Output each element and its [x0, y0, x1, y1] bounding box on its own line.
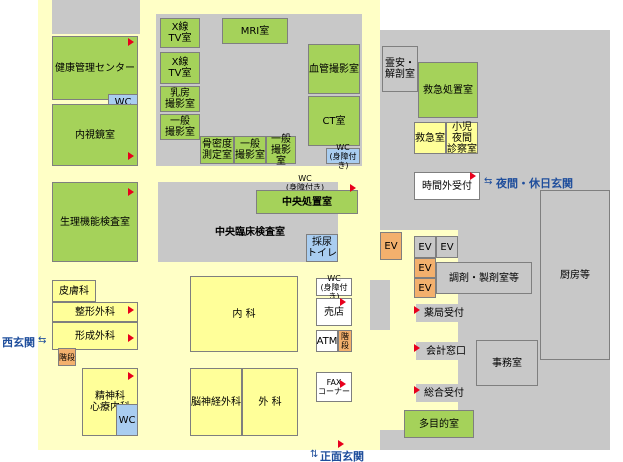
room-kaidan-1: 階段 [58, 348, 76, 366]
room-jikangai: 時間外受付 [414, 172, 480, 200]
room-baiten: 売店 [316, 298, 352, 326]
room-tamokuteki: 多目的室 [404, 410, 474, 438]
room-shoni: 小児 夜間 診察室 [446, 121, 478, 155]
room-kekkan: 血管撮影室 [308, 44, 360, 94]
room-wc-4: WC (身障付き) [285, 174, 325, 192]
room-geka: 外 科 [242, 368, 298, 436]
arrow-baiten [340, 298, 346, 306]
room-ct: CT室 [308, 96, 360, 146]
arrow-kenko [128, 38, 134, 46]
arrow-naishikyo [128, 152, 134, 160]
room-ev-5: EV [414, 278, 436, 298]
room-xray-2: X線 TV室 [160, 52, 200, 84]
room-wc-2: WC [116, 404, 138, 436]
room-nyubo: 乳房 撮影室 [160, 86, 200, 112]
room-ippan-3: 一般 撮影室 [266, 134, 296, 167]
block-corridor-pillar [370, 280, 390, 330]
room-naishikyo: 内視鏡室 [52, 104, 138, 166]
room-kotsumitsu: 骨密度 測定室 [200, 136, 234, 164]
entrance-main: 正面玄関 [320, 450, 364, 462]
room-kyukyu: 救急室 [414, 122, 446, 154]
room-kaikei: 会計窓口 [416, 342, 476, 360]
room-ev-1: EV [380, 232, 402, 260]
room-xray-1: X線 TV室 [160, 18, 200, 48]
room-kaidan-2: 階 段 [338, 330, 352, 352]
block-top-left [52, 0, 140, 34]
room-sogo: 総合受付 [416, 384, 472, 402]
room-chuo-rinsho: 中央臨床検査室 [200, 222, 300, 242]
entrance-west: 西玄関 [2, 336, 35, 349]
room-hifu: 皮膚科 [52, 280, 96, 302]
room-wc-5: WC (身障付き) [316, 274, 352, 301]
room-keisei: 形成外科 [52, 322, 138, 350]
arrow-seikei [128, 306, 134, 314]
room-jimu: 事務室 [476, 340, 538, 386]
arrow-fax [340, 380, 346, 388]
room-ippan-2: 一般 撮影室 [234, 136, 266, 164]
room-seiri: 生理機能検査室 [52, 182, 138, 262]
entrance-east: 夜間・休日玄関 [496, 177, 573, 190]
room-fax: FAX コーナー [316, 372, 352, 402]
room-naika: 内 科 [190, 276, 298, 352]
room-nyo: 採尿 トイレ [306, 234, 338, 262]
room-ev-2: EV [414, 236, 436, 258]
arrow-keisei [128, 334, 134, 342]
main-entrance-icon: ⇅ [310, 449, 319, 460]
room-ippan-1: 一般 撮影室 [160, 114, 200, 140]
arrow-sogo [414, 386, 420, 394]
arrow-chuo-shochi [350, 184, 356, 192]
room-wc-3: WC (身障付き) [326, 143, 360, 170]
arrow-kaikei [414, 344, 420, 352]
arrow-seiri [128, 188, 134, 196]
arrow-main [338, 440, 344, 448]
room-ev-3: EV [436, 236, 458, 258]
room-mri: MRI室 [222, 18, 288, 44]
room-reian: 霊安・ 解剖室 [382, 46, 418, 92]
east-entrance-icon: ⇆ [484, 176, 493, 187]
room-kyukyu-shochi: 救急処置室 [418, 62, 478, 118]
room-kenko: 健康管理センター [52, 36, 138, 100]
room-yakkyoku: 薬局受付 [416, 304, 472, 322]
arrow-seishin [128, 372, 134, 380]
room-ev-4: EV [414, 258, 436, 278]
room-chozai: 調剤・製剤室等 [436, 262, 532, 294]
room-chubo: 厨房等 [540, 190, 610, 360]
room-atm: ATM [316, 330, 338, 352]
arrow-yakkyoku [414, 306, 420, 314]
arrow-jikangai [470, 172, 476, 180]
room-chuo-shochi: 中央処置室 [256, 190, 358, 214]
room-seikei: 整形外科 [52, 302, 138, 322]
room-noshinkei: 脳神経外科 [190, 368, 242, 436]
west-entrance-icon: ⇆ [38, 335, 47, 346]
